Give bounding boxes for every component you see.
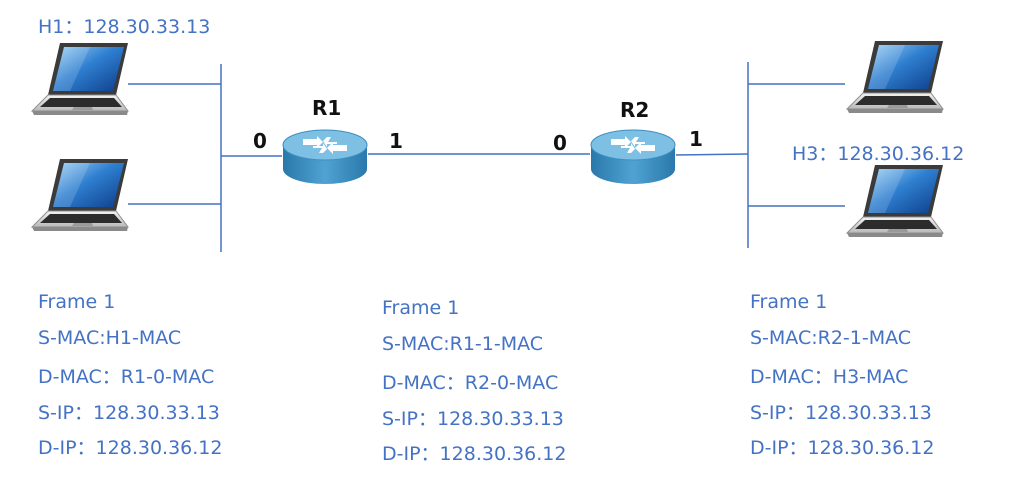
host-h3-label: H3：128.30.36.12	[792, 143, 965, 165]
frame-dst-mac: D-MAC：H3-MAC	[750, 366, 909, 388]
laptop-h2-icon	[31, 158, 129, 232]
router-r1-icon	[282, 129, 368, 185]
frame-src-ip: S-IP：128.30.33.13	[38, 401, 220, 424]
frame-title: Frame 1	[38, 291, 116, 313]
frame-src-mac: S-MAC:H1-MAC	[38, 326, 182, 349]
frame-info-block-1: Frame 1 S-MAC:H1-MAC D-MAC：R1-0-MAC S-IP…	[38, 291, 222, 469]
frame-dst-ip: D-IP：128.30.36.12	[750, 437, 935, 459]
frame-src-mac: S-MAC:R2-1-MAC	[750, 326, 912, 349]
frame-src-ip: S-IP：128.30.33.13	[382, 407, 564, 430]
r1-port-0-label: 0	[253, 129, 267, 153]
r2-port-0-label: 0	[553, 131, 567, 155]
frame-dst-mac: D-MAC：R2-0-MAC	[382, 372, 559, 394]
frame-src-mac: S-MAC:R1-1-MAC	[382, 332, 544, 355]
frame-title: Frame 1	[750, 291, 828, 313]
router-r2-name: R2	[620, 98, 650, 122]
r2-port-1-label: 1	[689, 127, 703, 151]
router-r2-icon	[590, 129, 676, 185]
frame-dst-mac: D-MAC：R1-0-MAC	[38, 366, 215, 388]
frame-dst-ip: D-IP：128.30.36.12	[382, 443, 567, 465]
link-r2-lan	[675, 153, 749, 156]
laptop-h1-icon	[31, 42, 129, 116]
links	[128, 62, 845, 252]
host-h1-label: H1：128.30.33.13	[38, 16, 211, 38]
frame-info-block-2: Frame 1 S-MAC:R1-1-MAC D-MAC：R2-0-MAC S-…	[382, 297, 566, 475]
frame-src-ip: S-IP：128.30.33.13	[750, 401, 932, 424]
laptop-right-top-icon	[846, 40, 944, 114]
r1-port-1-label: 1	[389, 129, 403, 153]
frame-title: Frame 1	[382, 297, 460, 319]
frame-dst-ip: D-IP：128.30.36.12	[38, 437, 223, 459]
laptop-h3-icon	[846, 164, 944, 238]
frame-info-block-3: Frame 1 S-MAC:R2-1-MAC D-MAC：H3-MAC S-IP…	[750, 291, 934, 469]
router-r1-name: R1	[312, 96, 342, 120]
